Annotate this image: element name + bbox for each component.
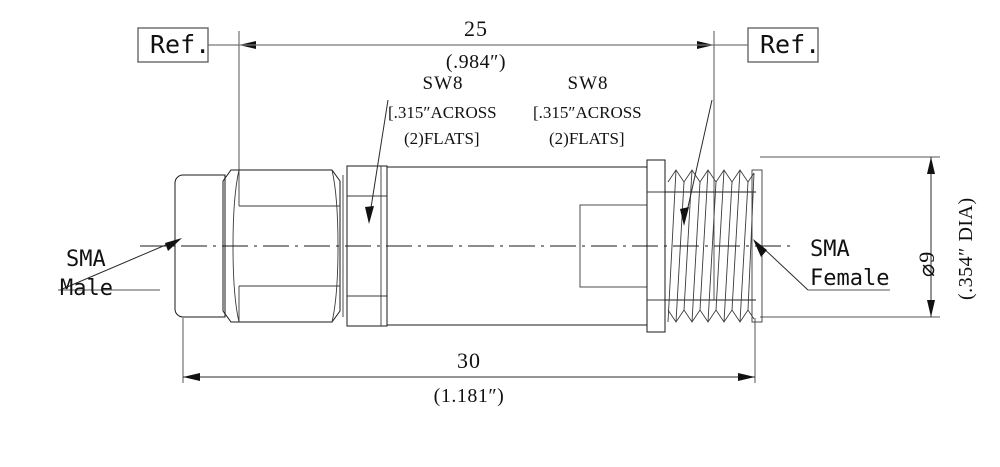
callout-left-leader	[58, 238, 182, 291]
note-right-line2: (2)FLATS]	[549, 129, 625, 148]
dimension-25-value: 25	[464, 16, 488, 41]
diameter-value: ⌀9	[914, 250, 939, 277]
dim-30-arrow-right	[738, 373, 755, 381]
note-left-title: SW8	[422, 73, 464, 94]
dia-arrow-bottom	[927, 300, 935, 317]
dimension-diameter-line	[760, 156, 940, 318]
ref-right-box	[747, 27, 819, 63]
callout-right-line2: Female	[810, 266, 890, 291]
diameter-inch: (.354″ DIA)	[955, 197, 977, 300]
ref-left-group	[137, 27, 240, 172]
note-right-title: SW8	[567, 73, 609, 94]
dimension-25-inch: (.984″)	[445, 51, 507, 73]
sma-male-coupling-barrel	[174, 174, 226, 318]
note-right-line1: [.315″ACROSS	[533, 103, 642, 122]
callout-left-line1: SMA	[66, 247, 106, 272]
ref-left-box	[137, 27, 209, 63]
ref-right-label: Ref.	[760, 30, 821, 59]
note-left-leader	[365, 99, 389, 224]
ref-right-group	[713, 27, 819, 300]
callout-right-leader	[753, 239, 890, 291]
note-left-line2: (2)FLATS]	[404, 129, 480, 148]
callout-left-line2: Male	[60, 276, 113, 301]
dimension-30-value: 30	[457, 348, 481, 373]
ref-left-label: Ref.	[150, 30, 211, 59]
callout-right-line1: SMA	[810, 237, 850, 262]
note-right-leader	[680, 99, 713, 226]
dimension-30-inch: (1.181″)	[433, 385, 505, 407]
dim-30-arrow-left	[183, 373, 200, 381]
note-left-line1: [.315″ACROSS	[388, 103, 497, 122]
dimension-30-line	[182, 318, 756, 383]
dia-arrow-top	[927, 157, 935, 174]
